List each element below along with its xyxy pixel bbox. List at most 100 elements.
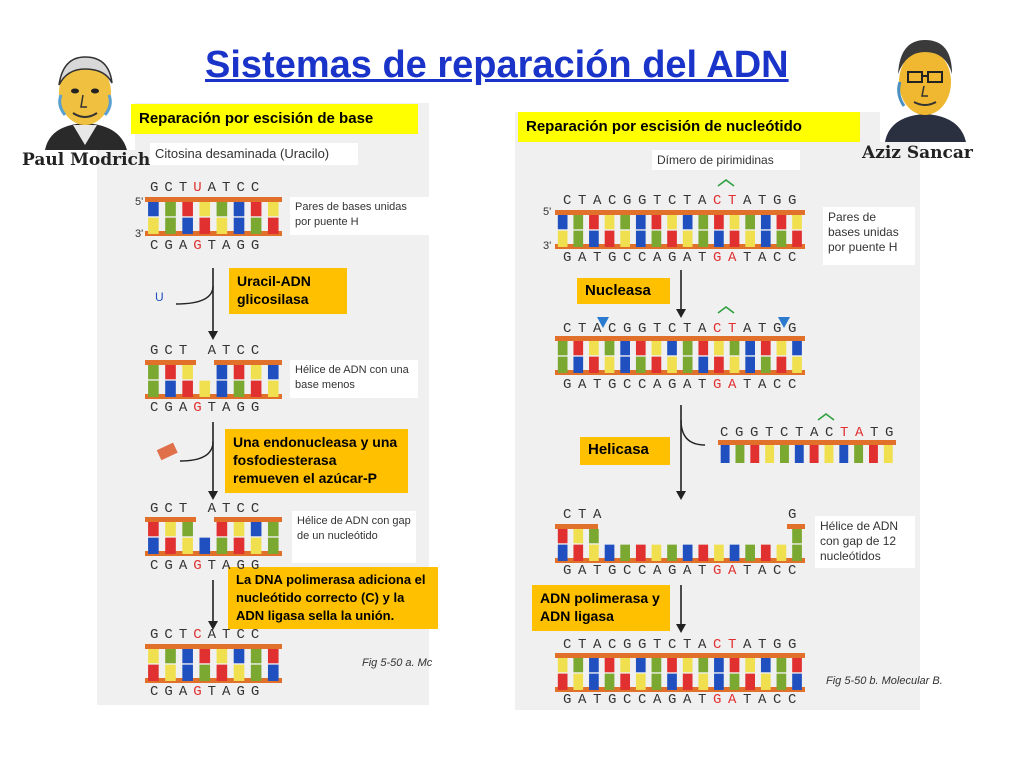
excised-base bbox=[839, 445, 849, 463]
excised-strand-base: G bbox=[885, 425, 894, 441]
base-top bbox=[760, 341, 771, 356]
excised-strand-base: T bbox=[795, 425, 804, 441]
dimer-caret bbox=[717, 179, 735, 187]
right-seq-top-base: T bbox=[683, 321, 692, 337]
base-bottom bbox=[682, 230, 693, 247]
right-seq-top-base: A bbox=[698, 321, 707, 337]
left-seq-top-2: GCT ATCC bbox=[150, 343, 266, 359]
right-seq-bottom-base: C bbox=[773, 377, 782, 393]
endonuclease-label: Una endonucleasa y una fosfodiesterasa r… bbox=[225, 429, 408, 493]
excised-strand-base: T bbox=[765, 425, 774, 441]
right-seq-top-base: T bbox=[728, 321, 737, 337]
base-top bbox=[165, 522, 176, 537]
right-seq-bottom-base: T bbox=[743, 377, 752, 393]
right-seq-top-base: A bbox=[743, 321, 752, 337]
right-seq-bottom-base: G bbox=[713, 377, 722, 393]
left-seq-bottom-3: CGAGTAGG bbox=[150, 558, 266, 574]
backbone-top bbox=[555, 653, 805, 658]
base-top bbox=[698, 341, 709, 356]
right-seq-top-base: T bbox=[653, 321, 662, 337]
right-seq-bottom-base: T bbox=[743, 250, 752, 266]
base-top bbox=[792, 529, 802, 544]
base-top bbox=[233, 649, 245, 664]
polymerase-ligase-right-label: ADN polimerasa y ADN ligasa bbox=[532, 585, 670, 631]
base-top bbox=[573, 529, 584, 544]
base-top bbox=[760, 658, 771, 673]
right-arrow-2-head bbox=[676, 491, 686, 500]
right-seq-bottom-base: T bbox=[743, 563, 752, 579]
right-seq-top-base: T bbox=[683, 193, 692, 209]
right-seq-bottom-base: C bbox=[773, 692, 782, 708]
right-seq-bottom-base: A bbox=[653, 692, 662, 708]
right-seq-top-base: G bbox=[623, 193, 632, 209]
right-seq-bottom-base: G bbox=[563, 377, 572, 393]
base-bottom bbox=[233, 664, 245, 681]
right-hydrogen-bond-pairs-note: Pares de bases unidas por puente H bbox=[823, 207, 915, 265]
base-bottom bbox=[557, 673, 568, 690]
right-seq-top-base: C bbox=[713, 193, 722, 209]
right-seq-bottom-base: T bbox=[593, 692, 602, 708]
right-seq-bottom-base: C bbox=[773, 563, 782, 579]
base-bottom bbox=[216, 217, 228, 234]
right-seq-bottom-base: C bbox=[638, 377, 647, 393]
base-bottom bbox=[216, 537, 228, 554]
base-top bbox=[589, 529, 599, 544]
right-seq-bottom-base: A bbox=[728, 692, 737, 708]
right-seq-top-base: G bbox=[788, 193, 797, 209]
right-seq-top-base: C bbox=[563, 193, 572, 209]
right-seq-top-base: G bbox=[773, 637, 782, 653]
left-seq-top-1: GCTUATCC bbox=[150, 180, 266, 196]
base-bottom bbox=[165, 537, 176, 554]
right-seq-top-base: A bbox=[593, 193, 602, 209]
base-bottom bbox=[651, 544, 662, 561]
right-seq-bottom-base: A bbox=[728, 377, 737, 393]
base-bottom bbox=[635, 230, 646, 247]
right-figure-caption: Fig 5-50 b. Molecular B. bbox=[826, 675, 943, 687]
base-top bbox=[792, 341, 802, 356]
base-bottom bbox=[714, 356, 724, 373]
left-seq-top-4: GCTCATCC bbox=[150, 627, 266, 643]
base-top bbox=[745, 658, 755, 673]
base-bottom bbox=[165, 380, 176, 397]
right-seq-bottom-base: A bbox=[683, 692, 692, 708]
gap-left-base: A bbox=[593, 507, 602, 523]
right-seq-bottom-base: A bbox=[683, 377, 692, 393]
base-bottom bbox=[667, 356, 677, 373]
right-seq-bottom-base: T bbox=[698, 377, 707, 393]
right-seq-top-base: A bbox=[743, 637, 752, 653]
base-top bbox=[199, 202, 211, 217]
base-top bbox=[182, 649, 193, 664]
base-bottom bbox=[745, 544, 755, 561]
base-bottom bbox=[182, 380, 193, 397]
base-bottom bbox=[698, 544, 709, 561]
released-sugar-phosphate bbox=[156, 442, 178, 461]
backbone-top bbox=[555, 210, 805, 215]
base-top bbox=[682, 341, 693, 356]
right-seq-bottom-base: C bbox=[788, 250, 797, 266]
dimer-caret-2 bbox=[717, 306, 735, 314]
base-top bbox=[667, 658, 677, 673]
right-seq-bottom-base: A bbox=[728, 563, 737, 579]
base-bottom bbox=[714, 673, 724, 690]
right-seq-top-base: T bbox=[653, 193, 662, 209]
base-bottom bbox=[557, 544, 568, 561]
base-bottom bbox=[148, 664, 159, 681]
backbone-top bbox=[787, 524, 805, 529]
excised-base bbox=[794, 445, 804, 463]
base-top bbox=[573, 341, 584, 356]
right-seq-top-base: G bbox=[638, 193, 647, 209]
base-bottom bbox=[620, 356, 630, 373]
base-top bbox=[651, 658, 662, 673]
right-seq-bottom-base: T bbox=[698, 563, 707, 579]
base-bottom bbox=[199, 664, 211, 681]
base-top bbox=[792, 215, 802, 230]
right-seq-top-base: G bbox=[773, 193, 782, 209]
base-top bbox=[620, 658, 630, 673]
base-top bbox=[233, 202, 245, 217]
dimer-caret-3 bbox=[817, 413, 835, 421]
right-seq-bottom-base: G bbox=[608, 377, 617, 393]
right-seq-top-base: T bbox=[728, 637, 737, 653]
base-bottom bbox=[267, 664, 279, 681]
helix-one-less-base-note: Hélice de ADN con una base menos bbox=[290, 360, 418, 398]
